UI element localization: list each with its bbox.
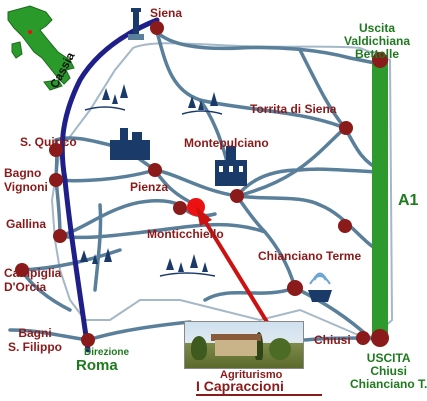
chiusi-label: Chiusi bbox=[314, 333, 351, 347]
italy-inset bbox=[7, 5, 75, 91]
siena-marker[interactable] bbox=[150, 21, 164, 35]
agriturismo-label: Agriturismo bbox=[220, 369, 283, 381]
direzione-label: Direzione bbox=[84, 347, 130, 358]
pienza-label: Pienza bbox=[130, 180, 169, 194]
gallina-label: Gallina bbox=[6, 217, 47, 231]
pienza-marker[interactable] bbox=[148, 163, 162, 177]
monticchiello-marker[interactable] bbox=[173, 201, 187, 215]
bagni-s-filippo-label: Bagni S. Filippo bbox=[8, 326, 62, 354]
pienza-town-icon bbox=[110, 128, 150, 160]
i-capraccioni-underline bbox=[196, 394, 322, 396]
uscita-valdichiana-label: Uscita Valdichiana Bettolle bbox=[344, 21, 411, 61]
uscita-chiusi-marker[interactable] bbox=[371, 329, 389, 347]
bagno-vignoni-marker[interactable] bbox=[49, 173, 63, 187]
cypress-trees-icon bbox=[80, 84, 223, 277]
a1-motorway bbox=[372, 56, 388, 340]
monticchiello-label: Monticchiello bbox=[147, 227, 224, 241]
chianciano-area-marker[interactable] bbox=[338, 219, 352, 233]
location-arrow bbox=[196, 206, 269, 324]
montepulciano-marker[interactable] bbox=[230, 189, 244, 203]
campiglia-marker[interactable] bbox=[15, 263, 29, 277]
s-quirico-marker[interactable] bbox=[49, 143, 63, 157]
gallina-marker[interactable] bbox=[53, 229, 67, 243]
bettolle-marker[interactable] bbox=[372, 52, 388, 68]
siena-tower-icon bbox=[128, 8, 144, 40]
bagno-vignoni-label: Bagno Vignoni bbox=[4, 166, 48, 194]
montepulciano-label: Montepulciano bbox=[184, 136, 269, 150]
i-capraccioni-label: I Capraccioni bbox=[196, 378, 284, 394]
chianciano-terme-marker[interactable] bbox=[287, 280, 303, 296]
chianciano-terme-label: Chianciano Terme bbox=[258, 249, 362, 263]
torrita-marker[interactable] bbox=[339, 121, 353, 135]
town-markers bbox=[15, 21, 389, 347]
s-quirico-label: S. Quirico bbox=[20, 135, 77, 149]
siena-label: Siena bbox=[150, 6, 183, 20]
roma-label: Roma bbox=[76, 357, 118, 374]
torrita-label: Torrita di Siena bbox=[250, 102, 337, 116]
bagni-s-filippo-marker[interactable] bbox=[81, 333, 95, 347]
campiglia-label: Campiglia D'Orcia bbox=[4, 266, 62, 294]
a1-label: A1 bbox=[398, 192, 419, 209]
cassia-road bbox=[59, 17, 160, 353]
agriturismo-photo bbox=[184, 321, 304, 369]
uscita-chiusi-label: USCITA Chiusi Chianciano T. bbox=[350, 351, 427, 391]
montepulciano-town-icon bbox=[215, 146, 247, 186]
fountain-icon bbox=[308, 272, 332, 302]
chiusi-marker[interactable] bbox=[356, 331, 370, 345]
